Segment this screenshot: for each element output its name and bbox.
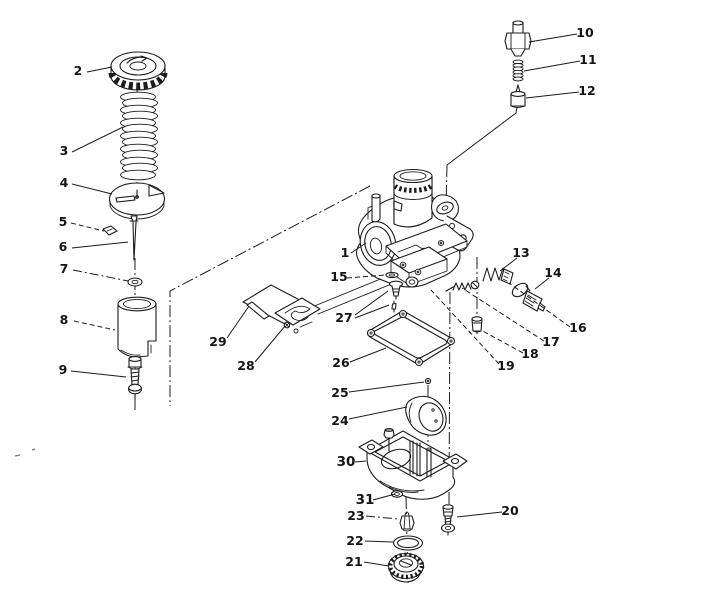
part-label-24: 24 <box>331 413 349 428</box>
part-label-6: 6 <box>59 239 68 254</box>
float-bowl-drawing <box>358 427 468 500</box>
part-label-18: 18 <box>521 346 538 361</box>
assembly-axis-lines <box>134 62 518 584</box>
needle-seat-assembly-drawing <box>504 20 532 108</box>
part-label-5: 5 <box>59 214 68 229</box>
throttle-slide-drawing <box>117 296 157 358</box>
needle-washer-drawing <box>127 277 143 287</box>
part-label-16: 16 <box>569 320 587 335</box>
part-label-10: 10 <box>576 25 594 40</box>
carb-cap-drawing <box>108 51 168 91</box>
part-label-22: 22 <box>346 533 363 548</box>
carburetor-body-drawing <box>356 168 474 288</box>
part-label-26: 26 <box>332 355 350 370</box>
slide-screw-drawing <box>127 356 143 400</box>
part-label-15: 15 <box>330 269 347 284</box>
pilot-jet-drawing <box>471 316 483 333</box>
float-pin-drawing <box>424 377 432 385</box>
gasket-plates-drawing <box>242 284 321 334</box>
part-label-30: 30 <box>337 454 356 470</box>
slide-spring-drawing <box>120 91 158 181</box>
part-label-13: 13 <box>512 245 529 260</box>
part-label-17: 17 <box>542 334 559 349</box>
part-label-19: 19 <box>497 358 514 373</box>
drain-plug-drawing <box>387 552 425 583</box>
part-label-7: 7 <box>60 261 69 276</box>
part-label-4: 4 <box>60 175 69 190</box>
air-screw-drawing <box>445 280 480 292</box>
part-label-25: 25 <box>331 385 348 400</box>
needle-clip-drawing <box>102 225 118 236</box>
drain-jet-drawing <box>399 511 415 532</box>
part-label-21: 21 <box>345 554 362 569</box>
part-label-20: 20 <box>501 503 519 518</box>
part-label-9: 9 <box>59 362 68 377</box>
main-jet-group-drawing <box>385 271 419 313</box>
part-label-1: 1 <box>341 245 350 260</box>
print-artifact <box>14 448 36 457</box>
part-label-2: 2 <box>74 63 83 78</box>
oring-drawing <box>392 535 424 551</box>
part-label-14: 14 <box>544 265 562 280</box>
part-label-8: 8 <box>60 312 69 327</box>
bowl-gasket-drawing <box>366 309 456 367</box>
part-label-27: 27 <box>335 310 352 325</box>
part-label-3: 3 <box>60 143 69 158</box>
jet-needle-drawing <box>129 215 139 261</box>
part-label-23: 23 <box>347 508 364 523</box>
part-label-31: 31 <box>356 492 375 508</box>
spring-seat-plate-drawing <box>108 182 166 220</box>
part-label-28: 28 <box>237 358 254 373</box>
part-label-29: 29 <box>209 334 226 349</box>
part-label-11: 11 <box>579 52 596 67</box>
part-label-12: 12 <box>578 83 595 98</box>
float-drawing <box>405 395 447 436</box>
callout-labels: 1 2 3 4 5 6 7 8 9 10 11 12 13 14 15 16 1… <box>59 25 597 569</box>
throttle-stop-spring-drawing <box>482 267 514 285</box>
bowl-screw-drawing <box>440 504 456 536</box>
leader-lines <box>70 33 581 567</box>
